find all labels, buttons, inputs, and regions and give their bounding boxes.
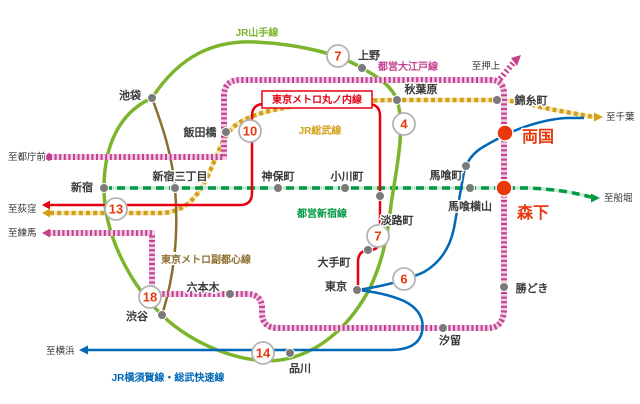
station-dot-shibuya xyxy=(157,310,167,320)
station-dot-jimbocho xyxy=(273,183,283,193)
station-label-ueno: 上野 xyxy=(358,48,380,62)
station-dot-roppongi xyxy=(225,289,235,299)
edge-arrows xyxy=(42,55,603,355)
minutes-badge-shinagawa-value: 14 xyxy=(256,346,271,361)
station-label-shinjuku-sanchome: 新宿三丁目 xyxy=(153,169,208,183)
station-dot-shinjuku xyxy=(99,183,109,193)
station-dot-ryogoku xyxy=(496,124,514,142)
station-dot-bakuro-yokoyama xyxy=(465,183,475,193)
station-dot-shiodome xyxy=(438,323,448,333)
station-dot-tokyo xyxy=(352,285,362,295)
minutes-badge-tokyo-value: 6 xyxy=(400,272,407,287)
minutes-badge-iidabashi-value: 10 xyxy=(243,124,257,139)
station-dot-kachidoki xyxy=(499,282,509,292)
station-label-iidabashi: 飯田橋 xyxy=(183,125,218,139)
minutes-badge-awajicho xyxy=(366,224,390,248)
station-dots xyxy=(99,63,514,358)
oedo-line-oshiage-spur xyxy=(497,60,517,81)
marunouchi-label-box xyxy=(261,90,373,109)
station-dot-ueno xyxy=(357,63,367,73)
yokosuka-sobu-rapid-line-label: JR横須賀線・総武快速線 xyxy=(112,371,225,384)
arrow-left-ogikubo-icon xyxy=(42,200,50,210)
station-label-jimbocho: 神保町 xyxy=(262,169,295,183)
arrow-left-tochomae-icon xyxy=(42,152,50,162)
arrow-left-yokohama-icon xyxy=(79,345,88,355)
edge-label-ogikubo: 至荻窪 xyxy=(8,203,37,215)
minutes-badge-iidabashi xyxy=(238,119,262,143)
minutes-badges: 7 4 10 13 7 6 18 14 xyxy=(104,44,416,365)
minutes-badge-akihabara-value: 4 xyxy=(400,117,408,132)
minutes-badge-shinjuku-value: 13 xyxy=(109,202,123,217)
oedo-line-label: 都営大江戸線 xyxy=(377,60,438,73)
marunouchi-line-label: 東京メトロ丸ノ内線 xyxy=(272,93,362,106)
fukutoshin-label-bg xyxy=(159,252,254,265)
minutes-badge-shibuya xyxy=(138,285,162,309)
station-label-ogawamachi: 小川町 xyxy=(330,169,364,183)
station-dot-ogawamachi xyxy=(340,183,350,193)
sobu-line-label: JR総武線 xyxy=(299,124,342,137)
edge-label-nerima: 至練馬 xyxy=(8,227,37,239)
oedo-line xyxy=(50,77,507,331)
minutes-badge-shinagawa xyxy=(251,341,275,365)
toei-shinjuku-line xyxy=(104,186,592,199)
station-dot-otemachi xyxy=(363,245,373,255)
arrow-up-oshiage-icon xyxy=(511,55,521,66)
station-label-kachidoki: 勝どき xyxy=(516,281,549,295)
edge-label-tochomae: 至都庁前 xyxy=(8,151,46,163)
station-labels: 池袋 上野 秋葉原 錦糸町 飯田橋 新宿 新宿三丁目 神保町 小川町 馬喰町 馬… xyxy=(70,47,556,377)
station-dot-akihabara xyxy=(392,95,402,105)
fukutoshin-line-label: 東京メトロ副都心線 xyxy=(161,253,251,266)
edge-label-funabori: 至船堀 xyxy=(604,192,633,204)
station-dot-morishita xyxy=(495,179,513,197)
edge-labels: 至押上 至千葉 至船堀 至都庁前 至荻窪 至練馬 至横浜 xyxy=(7,59,637,359)
station-label-shibuya: 渋谷 xyxy=(126,309,149,323)
minutes-badge-ueno xyxy=(326,44,350,68)
station-label-bakuro-yokoyama: 馬喰横山 xyxy=(448,199,492,213)
yamanote-line xyxy=(102,40,403,363)
station-label-roppongi: 六本木 xyxy=(187,280,221,294)
station-label-akihabara: 秋葉原 xyxy=(405,82,438,96)
station-label-bakurocho: 馬喰町 xyxy=(430,168,463,182)
station-label-shinagawa: 品川 xyxy=(289,362,311,375)
minutes-badge-akihabara xyxy=(392,112,416,136)
station-dot-awajicho xyxy=(375,191,385,201)
minutes-badge-shinjuku xyxy=(104,197,128,221)
station-label-otemachi: 大手町 xyxy=(318,255,351,269)
station-label-morishita: 森下 xyxy=(517,203,549,222)
minutes-badge-shibuya-value: 18 xyxy=(143,290,157,305)
station-dot-iidabashi xyxy=(221,127,231,137)
minutes-badge-ueno-value: 7 xyxy=(334,49,341,64)
station-label-tokyo: 東京 xyxy=(325,279,347,293)
station-dot-bakurocho xyxy=(461,161,471,171)
arrow-right-funabori-icon xyxy=(591,193,600,203)
edge-label-yokohama: 至横浜 xyxy=(46,345,75,357)
station-dot-ikebukuro xyxy=(147,93,157,103)
station-dot-shinagawa xyxy=(285,348,295,358)
minutes-badge-awajicho-value: 7 xyxy=(374,229,381,244)
edge-label-oshiage: 至押上 xyxy=(472,60,501,72)
station-label-awajicho: 淡路町 xyxy=(381,213,414,227)
station-label-shinjuku: 新宿 xyxy=(71,180,93,194)
arrow-left-sobu-icon xyxy=(42,208,50,218)
station-label-kinshicho: 錦糸町 xyxy=(515,93,548,107)
toei-shinjuku-line-label: 都営新宿線 xyxy=(296,207,347,220)
station-label-ryogoku: 両国 xyxy=(522,128,554,146)
edge-label-chiba: 至千葉 xyxy=(606,111,635,123)
station-label-shiodome: 汐留 xyxy=(439,333,461,347)
arrow-left-nerima-icon xyxy=(42,228,50,238)
station-label-ikebukuro: 池袋 xyxy=(119,88,142,102)
yamanote-line-label: JR山手線 xyxy=(236,26,279,39)
arrow-right-chiba-icon xyxy=(594,112,603,122)
line-labels: JR山手線 都営大江戸線 東京メトロ丸ノ内線 JR総武線 都営新宿線 東京メトロ… xyxy=(110,25,439,386)
station-dot-kinshicho xyxy=(492,95,502,105)
fukutoshin-line xyxy=(150,97,178,316)
station-dot-shinjuku-sanchome xyxy=(170,183,180,193)
minutes-badge-tokyo xyxy=(392,267,416,291)
